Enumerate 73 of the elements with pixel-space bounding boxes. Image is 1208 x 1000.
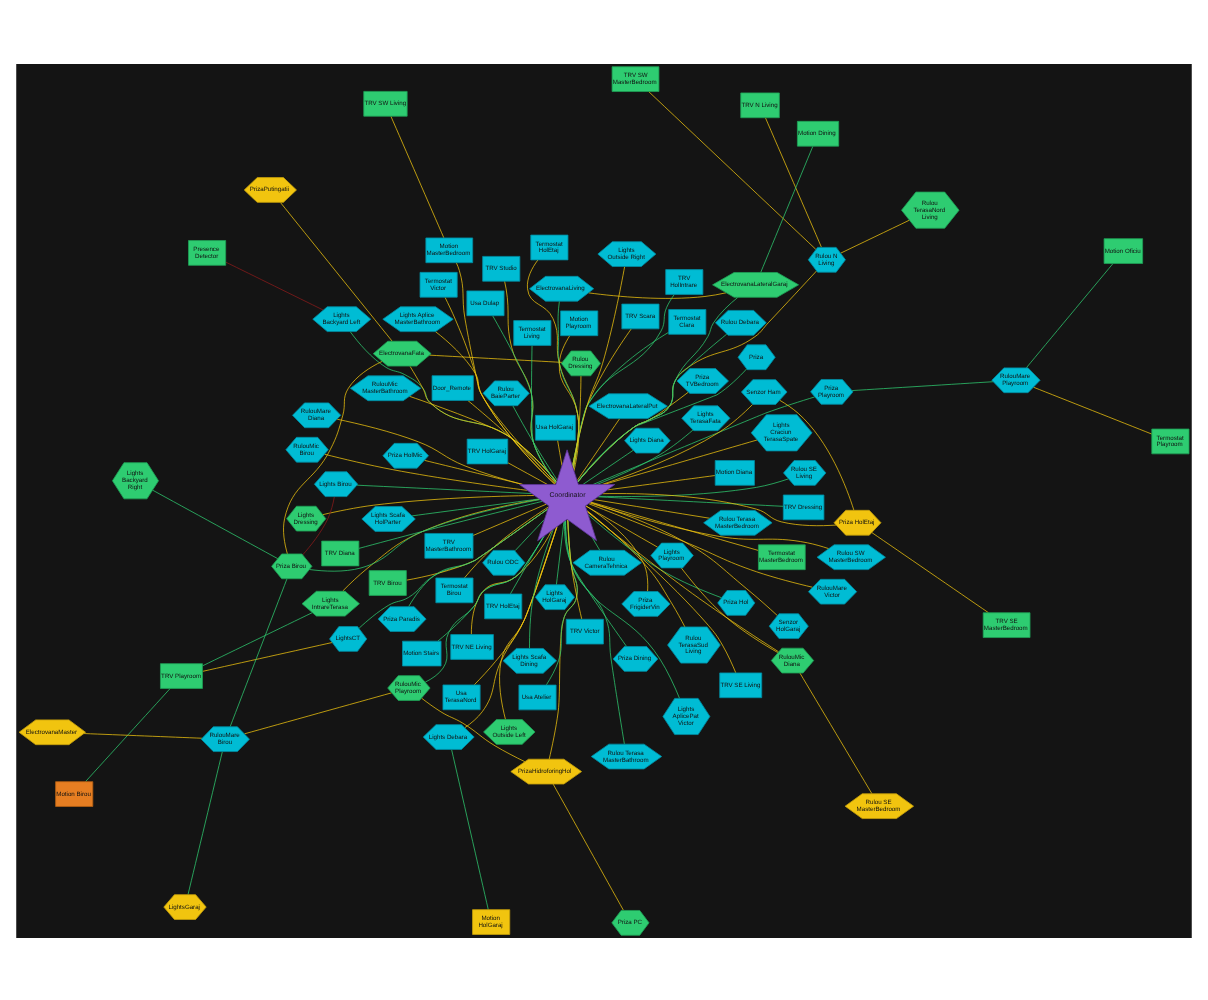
connector [510, 535, 544, 594]
connector [840, 218, 910, 253]
connector [531, 344, 557, 483]
connector [514, 518, 545, 551]
connector [492, 314, 557, 482]
connector [799, 671, 873, 793]
connector [512, 404, 558, 480]
connector [588, 291, 727, 298]
connector [322, 494, 535, 515]
connector [409, 364, 557, 482]
connector [597, 495, 784, 506]
connector [390, 114, 445, 238]
connector [607, 474, 716, 490]
connector [576, 417, 620, 480]
connector [1025, 262, 1114, 368]
connector [556, 520, 565, 585]
connector [572, 265, 625, 466]
connector [451, 748, 489, 909]
connector [455, 261, 557, 483]
connector [507, 461, 548, 484]
connector [588, 502, 813, 587]
connector [567, 518, 583, 619]
connector [593, 498, 711, 518]
connector [280, 201, 393, 341]
connector [429, 353, 563, 362]
connector [467, 399, 557, 483]
connector [587, 513, 722, 598]
connector [411, 497, 540, 516]
connector [406, 507, 549, 580]
connector [470, 529, 553, 634]
connector [324, 452, 528, 490]
connector [577, 296, 739, 482]
connector [202, 641, 333, 671]
connector [591, 536, 600, 550]
connector [229, 577, 288, 727]
connector [336, 417, 523, 484]
connector [765, 116, 822, 247]
connector [589, 501, 830, 549]
connector [760, 145, 814, 272]
connector [648, 90, 817, 249]
connector [564, 519, 680, 698]
connector [244, 691, 393, 734]
connector [546, 518, 578, 685]
connector [552, 782, 624, 910]
connector [309, 498, 541, 571]
connector [680, 566, 779, 652]
connector [435, 330, 556, 484]
connector [85, 687, 171, 782]
connector [187, 750, 223, 894]
connector [582, 448, 634, 484]
connector [851, 380, 994, 390]
connector [598, 477, 789, 496]
connector [83, 732, 203, 738]
connector [342, 497, 540, 591]
connector [590, 500, 759, 550]
connector [424, 459, 524, 484]
connector [302, 495, 335, 555]
connector [558, 334, 580, 469]
connector [225, 260, 324, 310]
connector [202, 611, 313, 666]
connector [356, 483, 533, 493]
connector [409, 394, 557, 481]
connector [152, 488, 279, 559]
connector [565, 519, 627, 646]
connector [585, 504, 649, 591]
connector [871, 531, 989, 613]
connector [529, 527, 554, 648]
connector [1033, 385, 1153, 434]
connector [586, 509, 686, 627]
connector [565, 519, 625, 744]
connector [472, 502, 547, 535]
connector [548, 518, 578, 759]
connector [557, 439, 563, 465]
